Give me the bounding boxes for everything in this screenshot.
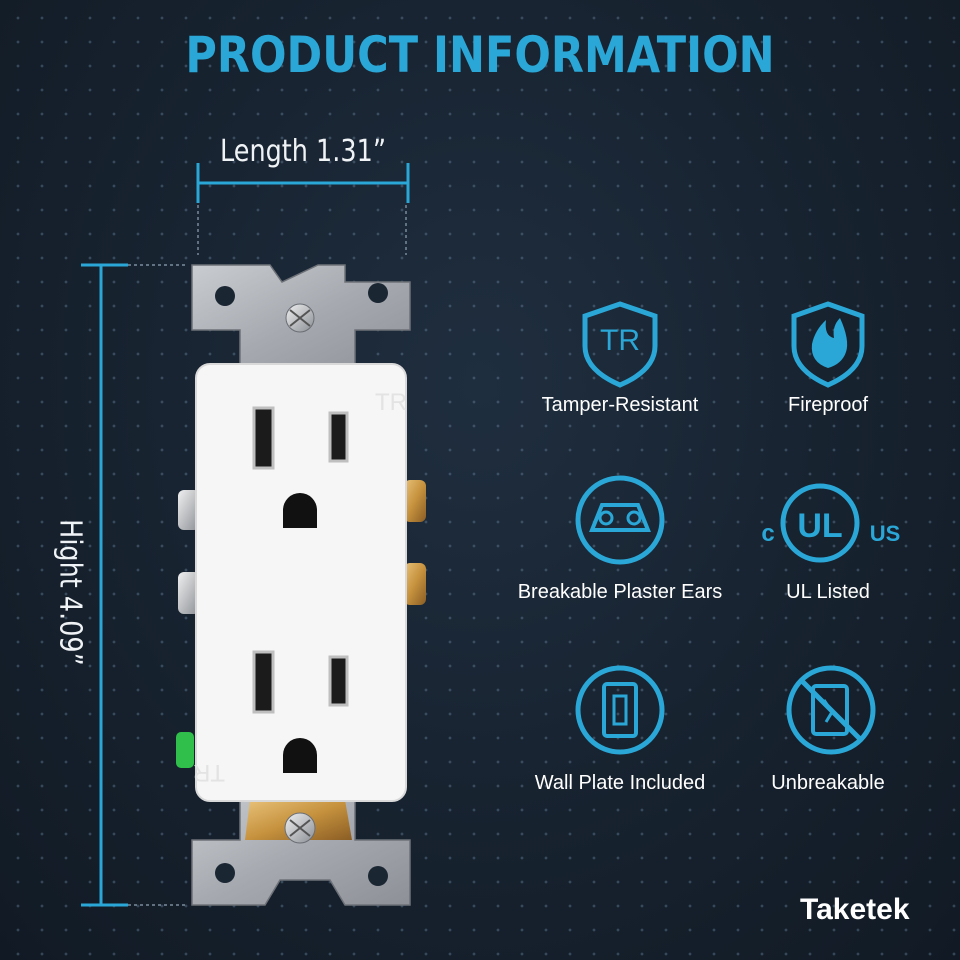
feature-label-ul-listed: UL Listed <box>786 581 870 603</box>
wall-plate-icon <box>575 665 665 755</box>
tr-shield-icon: TR <box>582 301 658 388</box>
unbreakable-icon <box>786 665 876 755</box>
ul-c-text: c <box>761 520 774 547</box>
plaster-ears-icon <box>575 475 665 565</box>
top-mounting-strap <box>191 264 411 379</box>
tr-mark-top: TR <box>375 389 407 416</box>
ul-center-text: UL <box>797 507 842 545</box>
length-label: Length 1.31” <box>220 134 387 169</box>
page-title: PRODUCT INFORMATION <box>185 26 775 84</box>
svg-text:TR: TR <box>600 324 640 357</box>
feature-label-wall-plate: Wall Plate Included <box>534 772 706 794</box>
outlet-face <box>195 363 407 802</box>
bottom-mounting-strap <box>191 794 411 906</box>
ul-listed-icon <box>780 483 860 563</box>
feature-label-unbreakable: Unbreakable <box>771 772 885 794</box>
ul-us-text: US <box>870 521 901 546</box>
feature-label-tamper-resistant: Tamper-Resistant <box>541 394 699 416</box>
brand-logo: Taketek <box>800 893 910 926</box>
flame-shield-icon <box>791 301 865 388</box>
feature-label-plaster-ears: Breakable Plaster Ears <box>517 581 723 603</box>
tr-mark-bottom: TR <box>193 759 225 786</box>
feature-label-fireproof: Fireproof <box>787 394 869 416</box>
terminal-screws <box>176 480 426 768</box>
